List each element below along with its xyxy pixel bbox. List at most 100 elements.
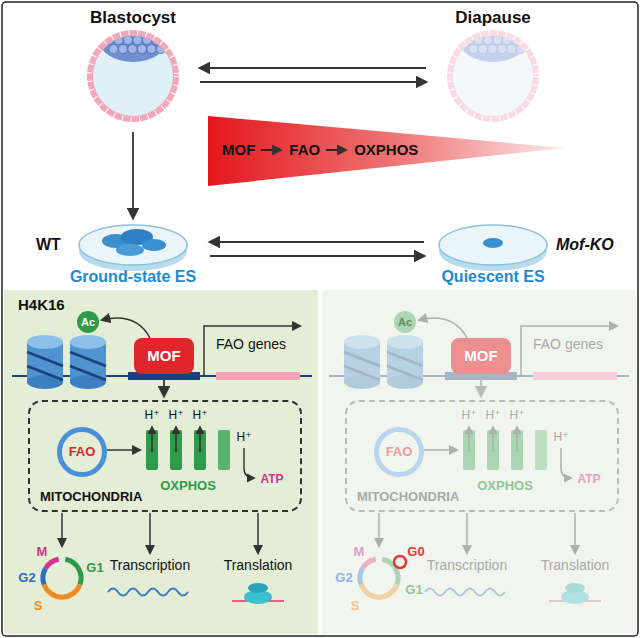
- proton-arrow: [199, 427, 200, 452]
- wt-dish: [79, 225, 187, 271]
- proton-arrow: [151, 427, 152, 452]
- dish: [439, 225, 547, 265]
- label: G2: [18, 571, 35, 585]
- fao-to-oxphos-arrow: [107, 449, 140, 451]
- node-text: Diapause: [455, 8, 531, 28]
- label: H⁺: [145, 409, 160, 422]
- label: OXPHOS: [477, 479, 533, 493]
- ko-dish: [439, 225, 547, 271]
- connector-arrow: [480, 378, 482, 396]
- pathway-label: FAO: [289, 141, 320, 158]
- mof-box: MOF: [134, 338, 194, 374]
- node-text: FAO genes: [216, 336, 286, 352]
- pathway-label: MOF: [222, 141, 255, 158]
- label: H⁺: [486, 409, 501, 422]
- node-text: Blastocyst: [90, 8, 176, 28]
- panel: H4K16MOFFAO genesMITOCHONDRIAFAO: [4, 290, 318, 634]
- histone: [70, 335, 106, 349]
- nucleosome: [70, 335, 106, 389]
- proton-return-arrow: [244, 448, 254, 478]
- icm-cell: [123, 35, 132, 44]
- icm-cell: [114, 35, 123, 44]
- label: H⁺: [554, 431, 569, 444]
- acetylation-arrow: [102, 318, 150, 338]
- m-phase: [46, 559, 59, 568]
- node-text: MOF: [147, 347, 180, 364]
- label: Transcription: [110, 558, 190, 573]
- g1-phase: [65, 559, 81, 584]
- diapause-illustration: [447, 18, 539, 122]
- label: M: [37, 545, 48, 559]
- icm-cell: [147, 44, 156, 53]
- g2-phase: [43, 569, 46, 585]
- node-text: FAO genes: [533, 336, 603, 352]
- gradient-triangle: [208, 116, 565, 186]
- connector-arrow: [200, 67, 426, 69]
- gene: FAO genes: [529, 332, 621, 386]
- node-text: FAO: [386, 445, 413, 460]
- proton-arrow: [175, 427, 176, 452]
- faded-mechanism-illustration: [329, 311, 629, 604]
- cell-cycle: [43, 559, 81, 597]
- gene-body: [216, 372, 300, 380]
- output-arrow: [257, 513, 259, 553]
- connector-arrow: [210, 255, 424, 257]
- node-text: WT: [36, 236, 61, 254]
- ribosome: [248, 583, 268, 593]
- icm-cell: [109, 44, 118, 53]
- label: S: [34, 599, 43, 613]
- label: H⁺: [462, 409, 477, 422]
- nucleosome: [27, 335, 63, 389]
- fao-cycle: FAO: [57, 427, 107, 477]
- node-text: MITOCHONDRIA: [40, 490, 142, 505]
- label: Transcription: [427, 558, 507, 573]
- pathway-row: MOFFAOOXPHOS: [222, 141, 418, 158]
- icm-cell: [156, 44, 165, 53]
- mof-box: MOF: [451, 338, 511, 374]
- pathway-arrow: [259, 145, 285, 155]
- label: H⁺: [237, 431, 252, 444]
- icm-cell: [133, 35, 142, 44]
- embryo-stage: Diapause: [430, 4, 556, 128]
- blastocyst-illustration: [87, 18, 179, 122]
- node-text: MOF: [464, 347, 497, 364]
- label: Translation: [541, 558, 610, 573]
- es-dish: Mof-KO Quiescent ES: [428, 222, 622, 290]
- connector-arrow: [163, 378, 165, 396]
- node-text: Ground-state ES: [70, 268, 196, 286]
- connector-arrow: [200, 81, 426, 83]
- gene-body: [533, 372, 617, 380]
- pathway-arrow: [324, 145, 350, 155]
- proton-arrows: [152, 427, 200, 452]
- mrna: [108, 589, 188, 596]
- colony: [116, 244, 144, 256]
- oxphos-complexes: [146, 430, 230, 470]
- node-text: MITOCHONDRIA: [357, 490, 459, 505]
- gene: FAO genes: [212, 332, 304, 386]
- icm-cell: [118, 44, 127, 53]
- label: ATP: [260, 473, 283, 486]
- fao-cycle: FAO: [374, 427, 424, 477]
- node-text: Mof-KO: [556, 236, 614, 254]
- dna-wrap: [27, 352, 63, 380]
- label: Ac: [398, 316, 412, 328]
- quiescent-panel: [322, 290, 636, 634]
- output-arrow: [149, 513, 151, 553]
- dish: [79, 225, 187, 265]
- icm-cell: [128, 44, 137, 53]
- embryo-stage: Blastocyst: [70, 4, 196, 128]
- label: S: [351, 599, 360, 613]
- g0-loop: [394, 556, 406, 568]
- node-text: Quiescent ES: [441, 268, 544, 286]
- colony: [142, 239, 166, 251]
- mitochondria-box: MITOCHONDRIA FAO: [28, 400, 302, 512]
- label: ATP: [577, 473, 600, 486]
- label: G1: [86, 561, 103, 575]
- label: H⁺: [193, 409, 208, 422]
- connector-arrow: [132, 132, 134, 218]
- transcription-start: [204, 326, 300, 376]
- mechanism-illustration: [12, 311, 312, 604]
- icm-cell: [152, 35, 161, 44]
